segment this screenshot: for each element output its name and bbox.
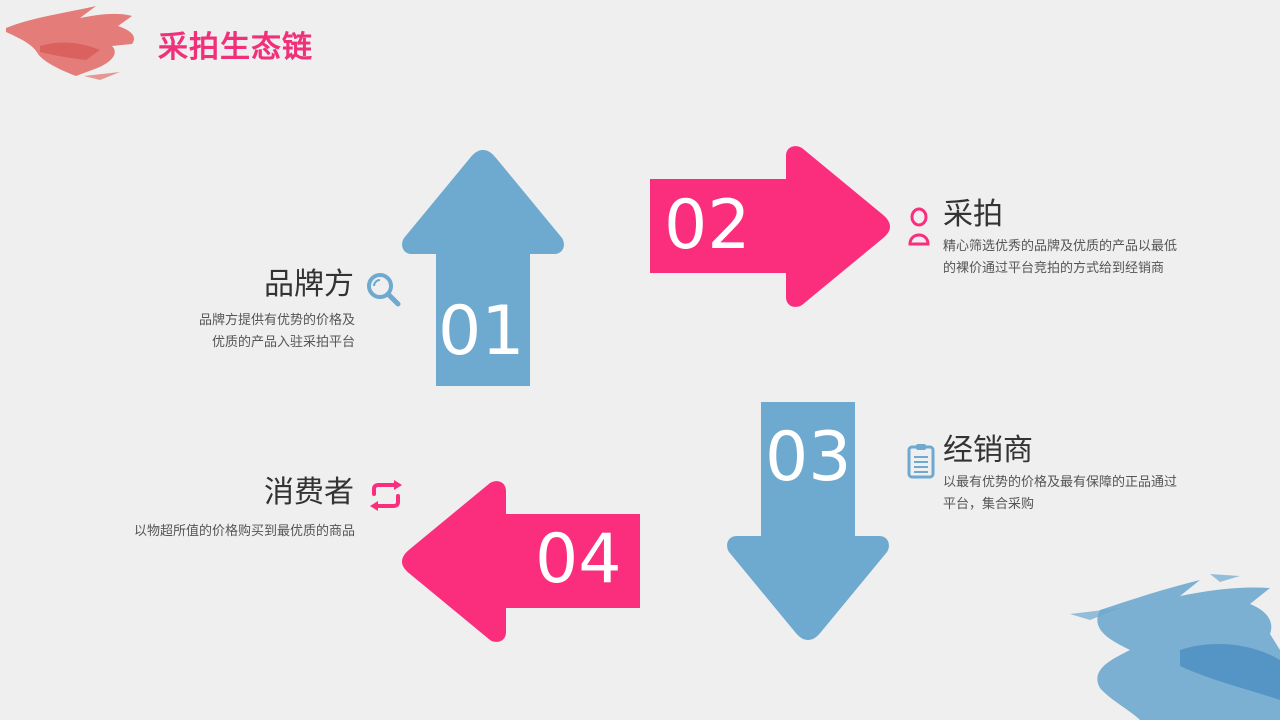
clipboard-icon (906, 442, 936, 480)
exchange-icon (366, 480, 406, 512)
step-heading-04: 消费者 (200, 478, 354, 508)
step-heading-03: 经销商 (943, 436, 1033, 466)
step-desc-02-line2: 的裸价通过平台竞拍的方式给到经销商 (943, 258, 1203, 280)
brush-decoration-pink (0, 0, 150, 90)
step-desc-02-line1: 精心筛选优秀的品牌及优质的产品以最低 (943, 236, 1203, 258)
step-heading-02: 采拍 (943, 200, 1003, 230)
step-desc-04: 以物超所值的价格购买到最优质的商品 (100, 521, 355, 543)
step-number-02: 02 (664, 192, 751, 260)
step-number-01: 01 (438, 298, 525, 366)
step-heading-01: 品牌方 (200, 270, 354, 300)
step-desc-03: 以最有优势的价格及最有保障的正品通过 平台，集合采购 (943, 472, 1203, 516)
step-desc-02: 精心筛选优秀的品牌及优质的产品以最低 的裸价通过平台竞拍的方式给到经销商 (943, 236, 1203, 280)
step-desc-03-line1: 以最有优势的价格及最有保障的正品通过 (943, 472, 1203, 494)
step-number-04: 04 (535, 526, 622, 594)
step-number-03: 03 (765, 424, 852, 492)
step-desc-01-line2: 优质的产品入驻采拍平台 (120, 332, 355, 354)
person-icon (904, 204, 936, 248)
step-desc-01: 品牌方提供有优势的价格及 优质的产品入驻采拍平台 (120, 310, 355, 354)
magnifier-icon (364, 270, 404, 310)
brush-decoration-blue (1060, 570, 1280, 720)
step-desc-01-line1: 品牌方提供有优势的价格及 (120, 310, 355, 332)
step-desc-03-line2: 平台，集合采购 (943, 494, 1203, 516)
page-title: 采拍生态链 (158, 22, 313, 66)
